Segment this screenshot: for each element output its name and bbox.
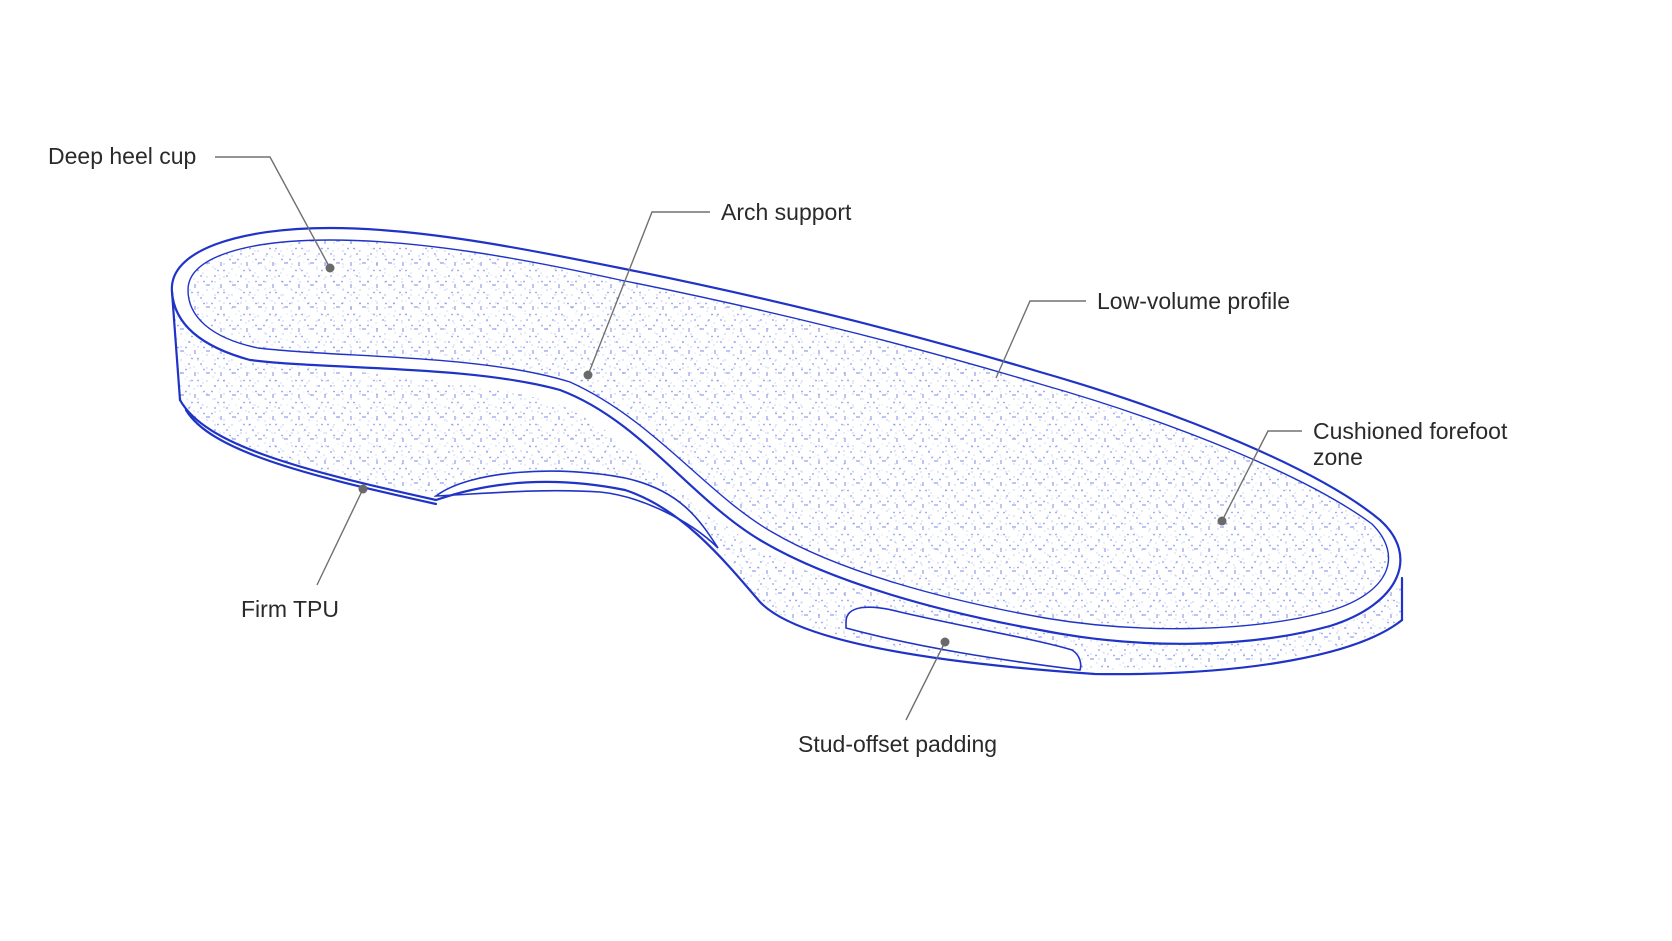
callout-deep-heel-cup: Deep heel cup (48, 143, 335, 273)
callout-low-volume-profile: Low-volume profile (995, 288, 1290, 379)
label-deep-heel-cup: Deep heel cup (48, 143, 196, 169)
heel-firm-tpu-window (433, 470, 719, 549)
label-cushioned-forefoot-line1: Cushioned forefoot (1313, 418, 1508, 444)
stud-offset-window (845, 606, 1082, 671)
insole-side-speckle (172, 292, 1402, 671)
label-stud-offset-padding: Stud-offset padding (798, 731, 997, 757)
callout-stud-offset-padding: Stud-offset padding (798, 637, 997, 757)
insole-bottom-edge (178, 398, 1404, 676)
insole-footbed-speckle (188, 240, 1389, 629)
label-arch-support: Arch support (721, 199, 852, 225)
callout-firm-tpu: Firm TPU (241, 484, 368, 622)
label-low-volume-profile: Low-volume profile (1097, 288, 1290, 314)
callout-cushioned-forefoot: Cushioned forefoot zone (1217, 418, 1508, 526)
callout-arch-support: Arch support (583, 199, 852, 380)
insole-heel-back-edge (170, 290, 182, 402)
label-firm-tpu: Firm TPU (241, 596, 339, 622)
insole-bottom-inner-edge (184, 408, 438, 506)
label-cushioned-forefoot-line2: zone (1313, 444, 1363, 470)
